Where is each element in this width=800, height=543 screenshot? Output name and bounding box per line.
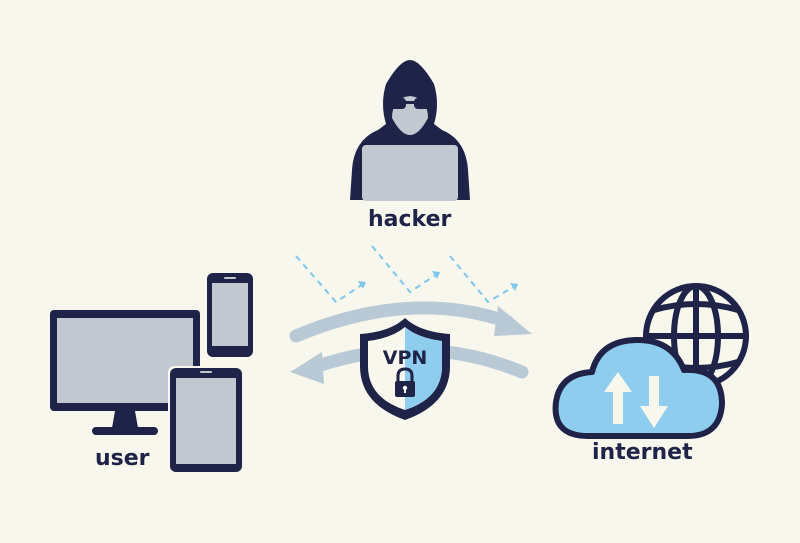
vpn-shield-icon: VPN [360,318,450,420]
arrow-to-internet [289,301,515,343]
hacker-label: hacker [368,207,452,232]
dashed-arrow-heads [358,271,518,291]
arrow-to-user-head [290,352,324,384]
dashed-arrow-3 [449,255,519,304]
dashed-attack-arrows [295,245,519,304]
tablet-icon [168,366,244,474]
dashed-arrow-2 [371,245,441,294]
internet-label: internet [592,440,693,465]
sunglasses-left [388,98,406,109]
download-arrow-icon [640,376,668,428]
user-label: user [95,446,150,471]
sunglasses-right [414,98,432,109]
hacker-icon [350,60,470,201]
vpn-label: VPN [383,347,428,369]
hacker-laptop [362,145,458,201]
arrow-to-internet-head [494,306,532,336]
cloud-icon [552,337,725,439]
upload-arrow-icon [604,372,632,424]
dashed-arrow-1 [295,255,367,304]
padlock-icon [395,367,415,397]
phone-icon [207,273,253,357]
